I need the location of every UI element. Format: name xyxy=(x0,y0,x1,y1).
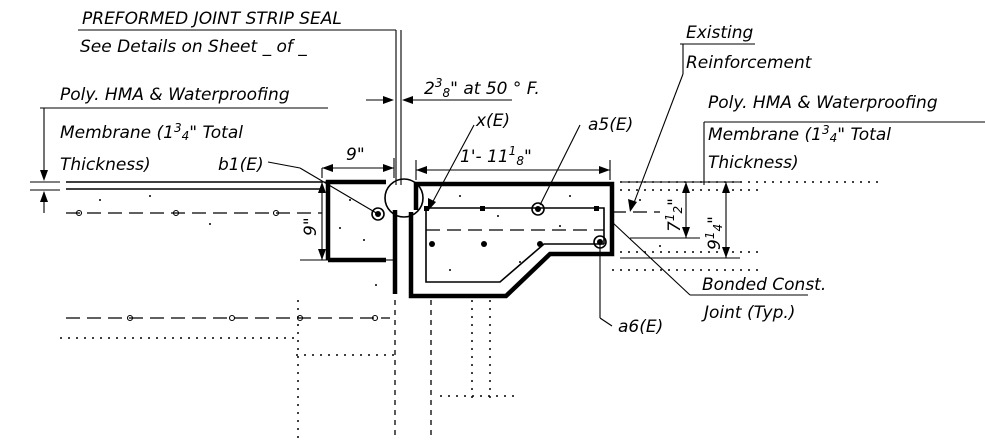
joint-typ-label: Joint (Typ.) xyxy=(701,303,795,323)
right-poly-label: Poly. HMA & Waterproofing xyxy=(708,93,938,113)
a6e-bar-ring xyxy=(593,235,607,249)
a6e-bar xyxy=(597,239,603,245)
b1e-bar-ring xyxy=(371,207,385,221)
strip-seal-circle xyxy=(384,178,424,218)
aggregate-stipple xyxy=(99,195,661,286)
dim9v-arrow-t xyxy=(318,182,326,193)
seal-title: PREFORMED JOINT STRIP SEAL xyxy=(82,9,342,29)
left-rebar-dot-3 xyxy=(272,209,280,217)
left-block-outline xyxy=(325,179,386,260)
seal-ref: See Details on Sheet _ of _ xyxy=(80,37,307,57)
dim9h-arrow-r xyxy=(383,164,394,172)
sub-dot-2 xyxy=(228,314,236,322)
a6e-label: a6(E) xyxy=(618,317,663,337)
left-poly-arrow xyxy=(40,170,48,181)
left-thickness-label: Thickness) xyxy=(60,155,151,175)
dim-9-vertical: 9" xyxy=(301,217,321,236)
bar-5 xyxy=(537,241,543,247)
gap-arrow-right xyxy=(402,96,413,104)
dim7-arrow-b xyxy=(682,227,690,238)
gap-dim-label: 238" at 50 ° F. xyxy=(424,76,540,100)
existing-arrow xyxy=(628,199,637,212)
dim-7-half: 712" xyxy=(663,198,685,232)
dim7-arrow-t xyxy=(682,182,690,193)
dim111-arrow-l xyxy=(416,166,427,174)
xe-arrow xyxy=(428,198,436,211)
a5e-label: a5(E) xyxy=(588,115,633,135)
sub-dot-4 xyxy=(371,314,379,322)
right-block-outline xyxy=(408,181,615,299)
dim9v-arrow-b xyxy=(318,249,326,260)
a5e-leader xyxy=(539,124,581,206)
bar-4 xyxy=(481,241,487,247)
existing-label: Existing xyxy=(686,23,754,43)
left-membrane-label: Membrane (134" Total xyxy=(60,121,243,143)
xe-leader xyxy=(429,124,475,208)
existing-leader xyxy=(631,73,684,209)
dim-1-11: 1'- 1118" xyxy=(460,144,532,168)
bar-3 xyxy=(594,206,599,211)
rebar-top xyxy=(426,207,605,244)
bar-6 xyxy=(429,241,435,247)
dim9q-arrow-t xyxy=(722,182,730,193)
b1e-leader xyxy=(267,161,301,169)
b1e-bar xyxy=(375,211,381,217)
bar-2 xyxy=(480,206,485,211)
xe-label: x(E) xyxy=(475,111,510,131)
right-thickness-label: Thickness) xyxy=(708,153,799,173)
left-thk-arrow-b xyxy=(40,191,48,202)
dim111-arrow-r xyxy=(599,166,610,174)
dim-9-horizontal: 9" xyxy=(346,145,365,165)
b1e-label: b1(E) xyxy=(218,155,264,175)
dim9h-arrow-l xyxy=(322,164,333,172)
bonded-label: Bonded Const. xyxy=(702,275,826,295)
dim-9-quarter: 914" xyxy=(703,216,725,250)
left-rebar-dot-1 xyxy=(75,209,83,217)
b1e-leader-2 xyxy=(299,167,379,215)
left-rebar-dot-2 xyxy=(172,209,180,217)
a6e-leader-2 xyxy=(599,317,613,327)
gap-arrow-left xyxy=(383,96,394,104)
a5e-bar xyxy=(535,206,541,212)
sub-dot-1 xyxy=(126,314,134,322)
reinforcement-label: Reinforcement xyxy=(686,53,813,73)
bar-1 xyxy=(424,206,429,211)
left-poly-label: Poly. HMA & Waterproofing xyxy=(60,85,290,105)
rebar-bottom xyxy=(425,208,604,283)
a5e-bar-ring xyxy=(531,202,545,216)
right-membrane-label: Membrane (134" Total xyxy=(708,123,891,145)
